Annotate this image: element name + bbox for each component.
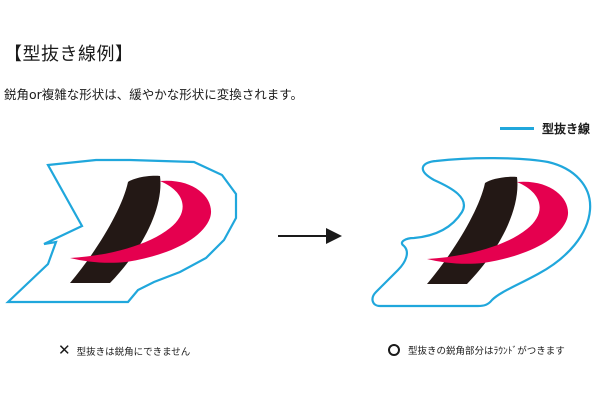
page-description: 鋭角or複雑な形状は、緩やかな形状に変換されます。: [4, 87, 304, 102]
rounded-die-cut-outline: [371, 157, 592, 308]
ng-caption: 型抜きは鋭角にできません: [76, 346, 191, 358]
ok-caption-row: 型抜きの鋭角部分はﾗｳﾝﾄﾞがつきます: [388, 343, 565, 357]
logo-red-stroke: [427, 181, 569, 264]
circle-mark-icon: [388, 344, 400, 356]
cross-mark-icon: ✕: [58, 341, 71, 359]
sharp-die-cut-figure: [5, 158, 238, 304]
page-title: 【型抜き線例】: [4, 44, 134, 65]
ng-caption-row: ✕ 型抜きは鋭角にできません: [58, 343, 190, 358]
logo-black-stroke: [70, 175, 161, 283]
rounded-die-cut-figure: [371, 157, 592, 308]
sharp-die-cut-outline: [5, 158, 238, 304]
legend-label: 型抜き線: [541, 122, 590, 136]
legend-line-swatch: [499, 127, 534, 130]
logo-red-stroke: [70, 180, 212, 263]
arrow-right-icon: [278, 228, 342, 244]
legend: 型抜き線: [499, 120, 590, 137]
ok-caption: 型抜きの鋭角部分はﾗｳﾝﾄﾞがつきます: [408, 346, 565, 357]
